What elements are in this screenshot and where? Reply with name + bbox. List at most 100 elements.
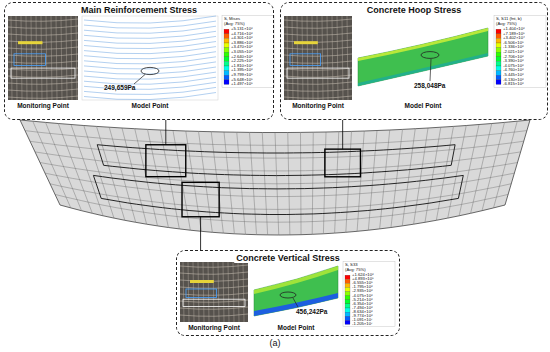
mesh-line (97, 126, 125, 220)
photo-rebar (312, 16, 313, 100)
concrete-band (358, 28, 488, 86)
mesh-line (288, 132, 290, 234)
contour-value: +1.395×10⁶ (231, 68, 253, 72)
rebar-line (84, 16, 216, 23)
contour-swatch (496, 80, 501, 85)
mesh-line (414, 128, 428, 224)
contour-value: +4.301×10⁶ (231, 36, 253, 40)
photo-rebar (8, 54, 78, 56)
contour-value: -2.021×10⁶ (503, 50, 524, 54)
shell-mesh (20, 120, 530, 235)
contour-swatch (496, 75, 501, 80)
mesh-line (494, 121, 518, 208)
contour-swatch (224, 71, 229, 76)
monitoring-band (93, 175, 463, 214)
photo-rebar (8, 96, 78, 98)
legend-header: S, S33 (345, 263, 358, 267)
mesh-line (50, 184, 511, 210)
mesh-line (25, 131, 527, 146)
legend-box (343, 262, 395, 327)
concrete-band-edge (254, 293, 338, 316)
photo-rebar (327, 16, 328, 100)
mesh-line (45, 173, 514, 197)
focus-box (182, 182, 219, 216)
photo-rebar (183, 262, 184, 322)
photo-rebar (233, 262, 234, 322)
mesh-line (482, 122, 504, 210)
photo-rebar (66, 16, 67, 100)
contour-swatch (496, 43, 501, 48)
mesh-line (122, 128, 147, 224)
photo-rebar (342, 16, 343, 100)
photo-rebar (8, 33, 78, 35)
contour-value: +3.886×10⁶ (231, 41, 253, 45)
photo-rebar (46, 16, 47, 100)
contour-value: +9.799×10⁵ (231, 73, 253, 77)
contour-value: -4.760×10⁶ (503, 68, 524, 72)
contour-swatch (345, 275, 350, 279)
photo-rebar (284, 33, 352, 35)
contour-value: -6.130×10⁶ (503, 78, 524, 82)
contour-value: +5.131×10⁶ (231, 27, 253, 31)
contour-swatch (496, 61, 501, 66)
stress-value: 249,659Pa (104, 85, 135, 92)
contour-value: +3.055×10⁶ (231, 50, 253, 54)
contour-swatch (345, 304, 350, 308)
rebar-line (84, 77, 216, 84)
photo-rebar (180, 307, 248, 309)
contour-value: +5.648×10⁵ (231, 78, 253, 82)
photo-rebar (8, 19, 78, 21)
photo-caption: Monitoring Point (188, 325, 240, 332)
mesh-line (380, 130, 390, 229)
mesh-line (346, 131, 352, 232)
rebar-line (84, 36, 216, 43)
photo-rebar (223, 262, 224, 322)
focus-box (325, 149, 361, 177)
photo-rebar (287, 16, 288, 100)
contour-value: -5.445×10⁶ (503, 73, 524, 77)
contour-swatch (345, 292, 350, 296)
photo-marking (294, 41, 318, 44)
model-view (356, 16, 490, 100)
rebar-line (84, 82, 216, 89)
contour-swatch (224, 52, 229, 57)
model-point-marker (280, 292, 296, 298)
photo-rebar (180, 293, 248, 295)
photo-rebar (292, 16, 293, 100)
contour-value: -3.390×10⁶ (503, 59, 524, 63)
legend-box (494, 16, 546, 88)
rebar-line (84, 62, 216, 69)
contour-swatch (224, 29, 229, 34)
photo-rebar (180, 300, 248, 302)
panel-title: Concrete Vertical Stress (234, 254, 342, 263)
model-view (82, 16, 218, 100)
contour-value: -2.706×10⁶ (503, 55, 524, 59)
contour-swatch (224, 34, 229, 39)
photo-rebar (11, 16, 12, 100)
contour-value: -4.075×10⁶ (503, 64, 524, 68)
contour-value: +2.640×10⁶ (231, 55, 253, 59)
mesh-line (237, 132, 246, 234)
photo-rebar (193, 262, 194, 322)
photo-caption: Monitoring Point (17, 103, 69, 110)
callout-line (165, 120, 166, 145)
photo-rebar (284, 61, 352, 63)
mesh-line (368, 131, 377, 231)
contour-swatch (224, 43, 229, 48)
legend-box (222, 16, 274, 88)
photo-rebar (228, 262, 229, 322)
mesh-line (402, 129, 415, 226)
contour-swatch (345, 288, 350, 292)
monitoring-band (97, 145, 455, 176)
concrete-band-edge (254, 266, 338, 294)
contour-swatch (345, 308, 350, 312)
mesh-line (224, 132, 234, 234)
contour-swatch (496, 29, 501, 34)
mesh-line (471, 123, 492, 213)
contour-swatch (496, 48, 501, 53)
mesh-line (30, 141, 524, 158)
callout-line (342, 120, 343, 149)
contour-swatch (224, 38, 229, 43)
photo-rebar (198, 262, 199, 322)
photo-rebar (8, 61, 78, 63)
